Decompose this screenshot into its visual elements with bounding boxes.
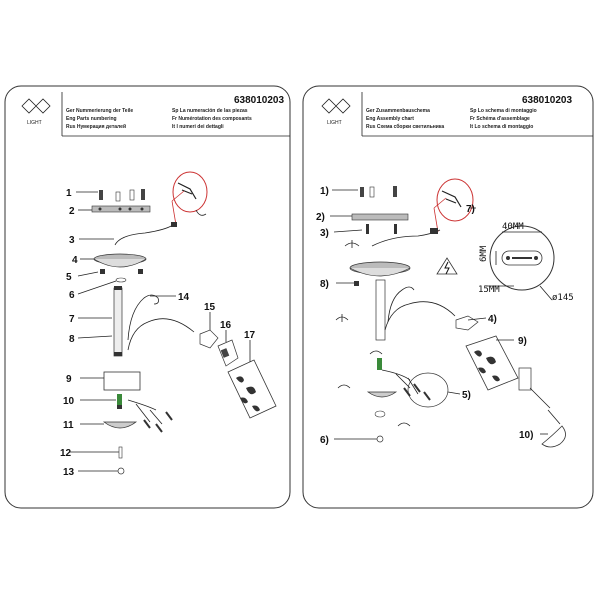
terminal-block-part [117, 394, 122, 409]
pin-part [70, 446, 123, 459]
right-label-3: 3) [320, 228, 329, 239]
left-label-1: 1 [66, 188, 72, 199]
left-label-6: 6 [69, 290, 75, 301]
glass-shade-part [227, 359, 277, 419]
dim-width-top: 40MM [502, 222, 524, 232]
arm-part [127, 294, 195, 351]
lamp-socket-part [199, 329, 239, 367]
header-fr: Fr Numérotation des composants [172, 116, 252, 122]
right-label-10: 10) [519, 430, 533, 441]
left-label-4: 4 [72, 255, 78, 266]
finial-part [78, 467, 125, 475]
mounting-bar-part [91, 205, 151, 213]
header-ger: Ger Nummerierung der Teile [66, 108, 133, 114]
left-label-14: 14 [178, 292, 190, 303]
left-leader-lines [76, 191, 251, 425]
logo-text: LIGHT [327, 120, 342, 126]
header-sp: Sp Lo schema di montaggio [470, 108, 537, 114]
brand-logo: LIGHT [321, 98, 351, 126]
right-label-4: 4) [488, 314, 497, 325]
left-label-2: 2 [69, 206, 75, 217]
wire-connector-part [114, 171, 208, 246]
left-label-12: 12 [60, 448, 72, 459]
header-rus: Rus Нумерация деталей [66, 123, 126, 130]
screws-assembly [360, 186, 397, 198]
header-it: It Lo schema di montaggio [470, 124, 533, 130]
header-fr: Fr Schéma d'assemblage [470, 116, 530, 122]
brand-logo: LIGHT [21, 98, 51, 126]
dim-height-left: 6MM [479, 245, 489, 262]
hand-tighten-icon [344, 240, 360, 248]
rod-part [113, 286, 123, 357]
right-label-7: 7) [466, 204, 475, 215]
left-sheet: LIGHT 638010203 Ger Nummerierung der Tei… [4, 85, 291, 509]
dimension-drawing [486, 225, 555, 301]
left-label-5: 5 [66, 272, 72, 283]
finial-assembly [340, 435, 384, 443]
left-label-9: 9 [66, 374, 72, 385]
bulb-assembly [518, 367, 566, 448]
left-label-10: 10 [63, 396, 75, 407]
left-label-13: 13 [63, 467, 75, 478]
dim-diameter: ø145 [552, 293, 574, 303]
right-label-9: 9) [518, 336, 527, 347]
header-ger: Ger Zusammenbauschema [366, 108, 430, 114]
right-sheet: LIGHT 638010203 Ger Zusammenbauschema En… [302, 85, 594, 509]
right-sheet-frame [302, 85, 594, 509]
mounting-bar-assembly [351, 213, 409, 234]
left-sheet-frame [4, 85, 291, 509]
header-rus: Rus Схема сборки светильника [366, 123, 444, 130]
left-label-8: 8 [69, 334, 75, 345]
warning-icon [436, 257, 458, 275]
right-label-1: 1) [320, 186, 329, 197]
screws-part [99, 189, 145, 202]
right-label-6: 6) [320, 435, 329, 446]
wiring-assembly [337, 350, 449, 427]
product-code: 638010203 [234, 95, 284, 106]
shade-assembly [465, 335, 519, 391]
left-label-16: 16 [220, 320, 232, 331]
left-label-15: 15 [204, 302, 216, 313]
dim-bottom: 15MM [478, 285, 500, 295]
left-label-3: 3 [69, 235, 75, 246]
lower-cup-part [102, 399, 173, 433]
header-eng: Eng Assembly chart [366, 116, 414, 122]
right-label-8: 8) [320, 279, 329, 290]
left-label-7: 7 [69, 314, 75, 325]
left-label-17: 17 [244, 330, 256, 341]
ceiling-canopy-part [93, 253, 147, 283]
ring-part [103, 371, 141, 391]
logo-text: LIGHT [27, 120, 42, 126]
header-it: It I numeri dei dettagli [172, 124, 224, 130]
right-label-5: 5) [462, 390, 471, 401]
left-label-11: 11 [63, 420, 74, 431]
header-sp: Sp La numeración de las piezas [172, 108, 248, 114]
right-leader-lines [330, 189, 548, 440]
canopy-assembly [335, 261, 456, 341]
right-label-2: 2) [316, 212, 325, 223]
product-code: 638010203 [522, 95, 572, 106]
wire-connector-assembly [371, 178, 474, 247]
header-eng: Eng Parts numbering [66, 116, 117, 122]
